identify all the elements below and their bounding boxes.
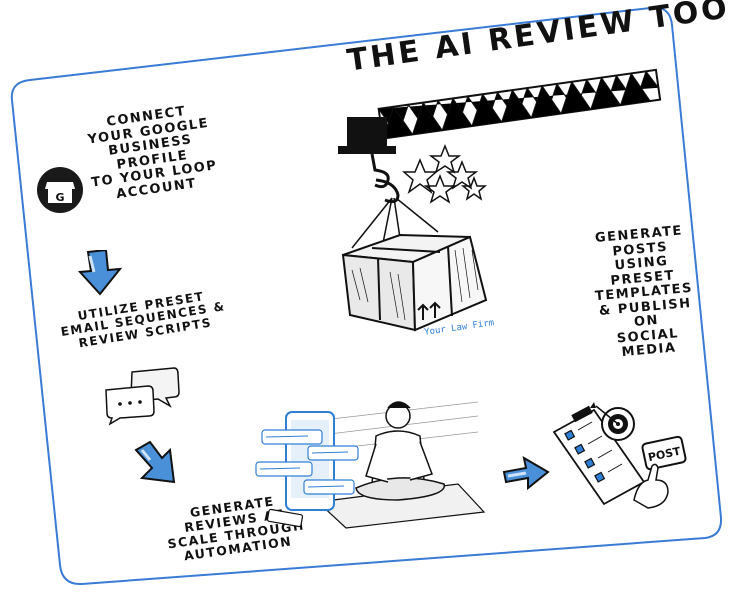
target-icon [590, 402, 635, 441]
post-button[interactable]: POST [641, 435, 687, 471]
gbp-letter: G [55, 191, 64, 204]
stars-icon [402, 143, 488, 204]
crane-truss [377, 68, 662, 140]
box-hatching [351, 247, 479, 321]
arrow-right-icon [502, 456, 550, 491]
arrow-down-icon [77, 250, 123, 296]
arrow-diagonal-icon [134, 440, 176, 484]
crane-trolley [338, 117, 396, 154]
chat-bubbles-icon [105, 367, 180, 426]
meditating-person-icon [355, 401, 445, 501]
pointing-hand-icon [633, 463, 669, 509]
clipboard-checklist-icon [552, 405, 646, 506]
phone-reviews-icon [255, 411, 359, 528]
step-connect-text: CONNECT YOUR GOOGLE BUSINESS PROFILE TO … [83, 102, 221, 206]
box-arrows-icon [417, 301, 441, 320]
social-post-illustration: POST [552, 402, 687, 509]
crane-hook [370, 153, 390, 189]
cargo-box [341, 233, 488, 332]
meditation-scene-illustration [255, 401, 486, 529]
google-business-profile-icon: G [37, 167, 83, 213]
step-generate-posts-text: GENERATE POSTS USING PRESET TEMPLATES & … [589, 223, 698, 363]
